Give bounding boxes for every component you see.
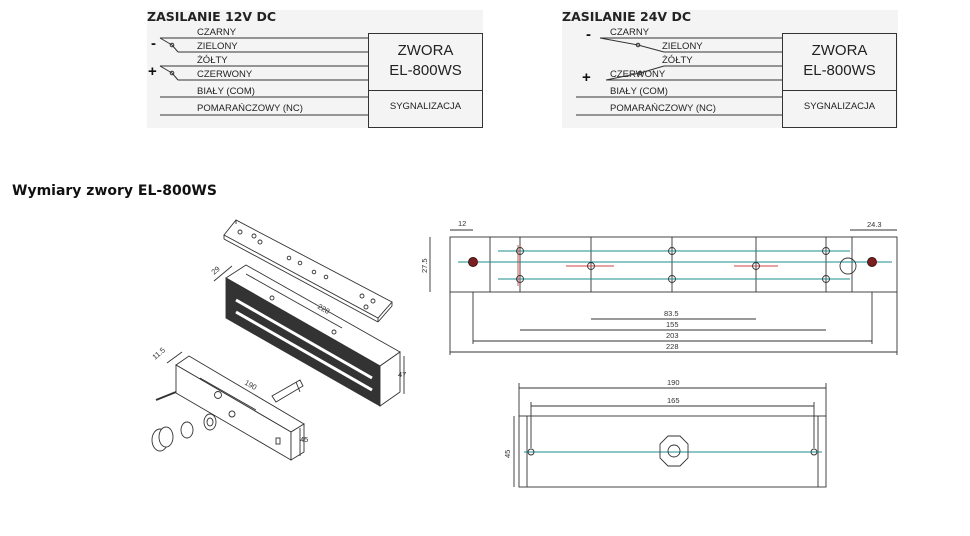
top-dim-83-5: 83.5 <box>664 309 679 318</box>
plate-dim-165: 165 <box>667 396 680 405</box>
top-view-dimension-labels: 12 24.3 27.5 83.5 155 203 228 <box>420 219 882 351</box>
wire-label-white-12v: BIAŁY (COM) <box>197 86 255 97</box>
iso-dim-11-5: 11.5 <box>151 346 168 362</box>
iso-dim-45: 45 <box>300 435 308 444</box>
wire-label-orange-12v: POMARAŃCZOWY (NC) <box>197 103 303 114</box>
wires-24v <box>576 37 782 116</box>
box-divider-12v <box>369 90 482 91</box>
plate-dim-45: 45 <box>503 450 512 458</box>
wire-label-green-24v: ZIELONY <box>662 41 703 52</box>
magnet-top-view <box>429 229 898 355</box>
top-dim-155: 155 <box>666 320 679 329</box>
plate-dimension-labels: 190 165 45 <box>503 378 680 458</box>
wire-label-yellow-12v: ŻÓŁTY <box>197 55 228 66</box>
wire-label-white-24v: BIAŁY (COM) <box>610 86 668 97</box>
lock-box-12v: ZWORA EL-800WS SYGNALIZACJA <box>368 33 483 128</box>
wire-label-black-12v: CZARNY <box>197 27 237 38</box>
isometric-view <box>151 219 405 461</box>
plus-sign-12v: + <box>148 63 157 80</box>
plate-dim-190: 190 <box>667 378 680 387</box>
plus-sign-24v: + <box>582 69 591 86</box>
wire-label-orange-24v: POMARAŃCZOWY (NC) <box>610 103 716 114</box>
wire-label-black-24v: CZARNY <box>610 27 650 38</box>
top-dim-24-3: 24.3 <box>867 220 882 229</box>
magnet-body-iso <box>213 264 405 407</box>
lock-name-24v: ZWORA <box>811 42 868 59</box>
wiring-24v-title: ZASILANIE 24V DC <box>562 9 692 24</box>
top-dim-12: 12 <box>458 219 466 228</box>
iso-dim-47: 47 <box>398 370 406 379</box>
wire-label-yellow-24v: ŻÓŁTY <box>662 55 693 66</box>
wire-label-red-12v: CZERWONY <box>197 69 253 80</box>
minus-sign-12v: - <box>151 35 156 52</box>
top-dim-27-5: 27.5 <box>420 258 429 273</box>
wiring-12v-title: ZASILANIE 12V DC <box>147 9 277 24</box>
armature-plate-iso <box>151 351 305 461</box>
minus-sign-24v: - <box>586 26 591 43</box>
signal-label-12v: SYGNALIZACJA <box>389 101 462 112</box>
lock-model-24v: EL-800WS <box>803 62 876 79</box>
armature-plate-view <box>513 383 827 488</box>
lock-box-24v: ZWORA EL-800WS SYGNALIZACJA <box>782 33 897 128</box>
iso-dim-29: 29 <box>210 264 222 276</box>
top-dim-203: 203 <box>666 331 679 340</box>
lock-model-12v: EL-800WS <box>389 62 462 79</box>
wire-label-red-24v: CZERWONY <box>610 69 666 80</box>
signal-label-24v: SYGNALIZACJA <box>803 101 876 112</box>
mounting-plate-iso <box>223 219 393 323</box>
wires-12v <box>159 37 368 116</box>
box-divider-24v <box>783 90 896 91</box>
wire-label-green-12v: ZIELONY <box>197 41 238 52</box>
lock-name-12v: ZWORA <box>397 42 454 59</box>
dimensions-heading: Wymiary zwory EL-800WS <box>12 183 217 199</box>
top-dim-228: 228 <box>666 342 679 351</box>
